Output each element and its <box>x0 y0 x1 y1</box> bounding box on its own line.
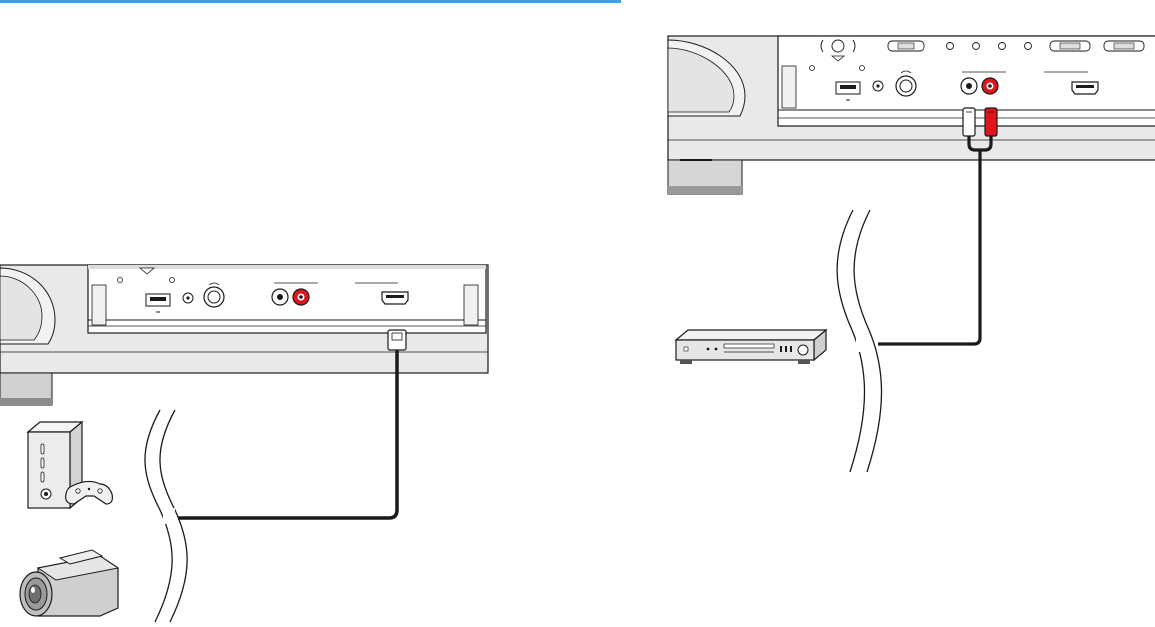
game-console-icon <box>28 422 112 508</box>
aux-jack-red-icon <box>982 78 998 94</box>
left-panel <box>0 265 488 622</box>
cd-player-icon <box>676 330 826 364</box>
cable-break-lines <box>145 410 187 622</box>
aux-jack-white-icon <box>961 78 977 94</box>
camcorder-icon <box>20 550 118 616</box>
receiver-front-panel <box>0 265 488 373</box>
cable-break-lines <box>837 210 881 472</box>
aux-jack-white-icon <box>272 289 288 305</box>
right-panel <box>668 36 1155 472</box>
receiver-foot <box>0 373 52 405</box>
receiver-front-panel-aux <box>668 36 1155 160</box>
hdmi-port-icon <box>1072 82 1098 94</box>
hdmi-port-icon <box>382 292 408 304</box>
aux-jack-red-icon <box>293 289 309 305</box>
receiver-foot <box>668 160 742 194</box>
